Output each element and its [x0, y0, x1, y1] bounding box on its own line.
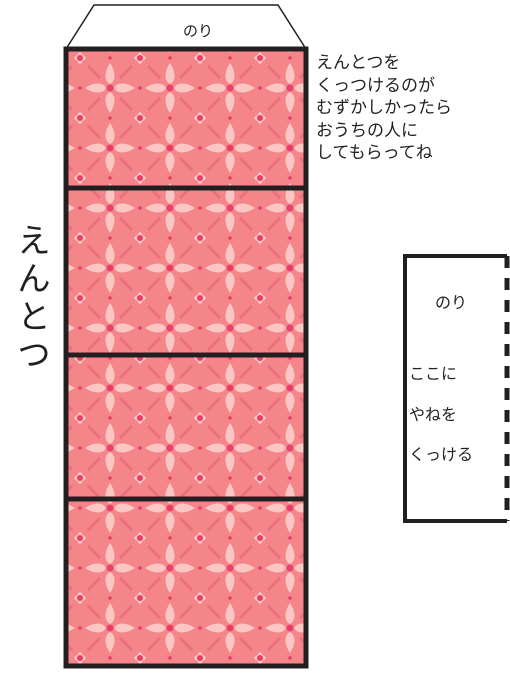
title-char: ん [17, 259, 51, 298]
title-char: え [17, 221, 51, 260]
note-line: おうちの人に [316, 120, 418, 141]
note-line: えんとつを [316, 53, 401, 73]
glue-tab-outline [65, 4, 307, 50]
glue-card-outline [403, 254, 507, 523]
glue-card-instruction: くっける [409, 445, 474, 464]
note-line: むずかしかったら [316, 98, 452, 118]
note-line: してもらってね [316, 143, 433, 163]
chimney-title: え ん と つ [14, 222, 54, 374]
title-char: と [17, 297, 51, 336]
glue-card-instruction: ここに [409, 364, 458, 383]
glue-card-instruction: やねを [409, 405, 458, 424]
glue-card-label: のり [434, 293, 467, 312]
note-line: くっつけるのが [316, 75, 435, 96]
title-char: つ [17, 335, 51, 374]
glue-tab-label: のり [182, 22, 213, 40]
instruction-note: えんとつを くっつけるのが むずかしかったら おうちの人に してもらってね [316, 52, 452, 165]
